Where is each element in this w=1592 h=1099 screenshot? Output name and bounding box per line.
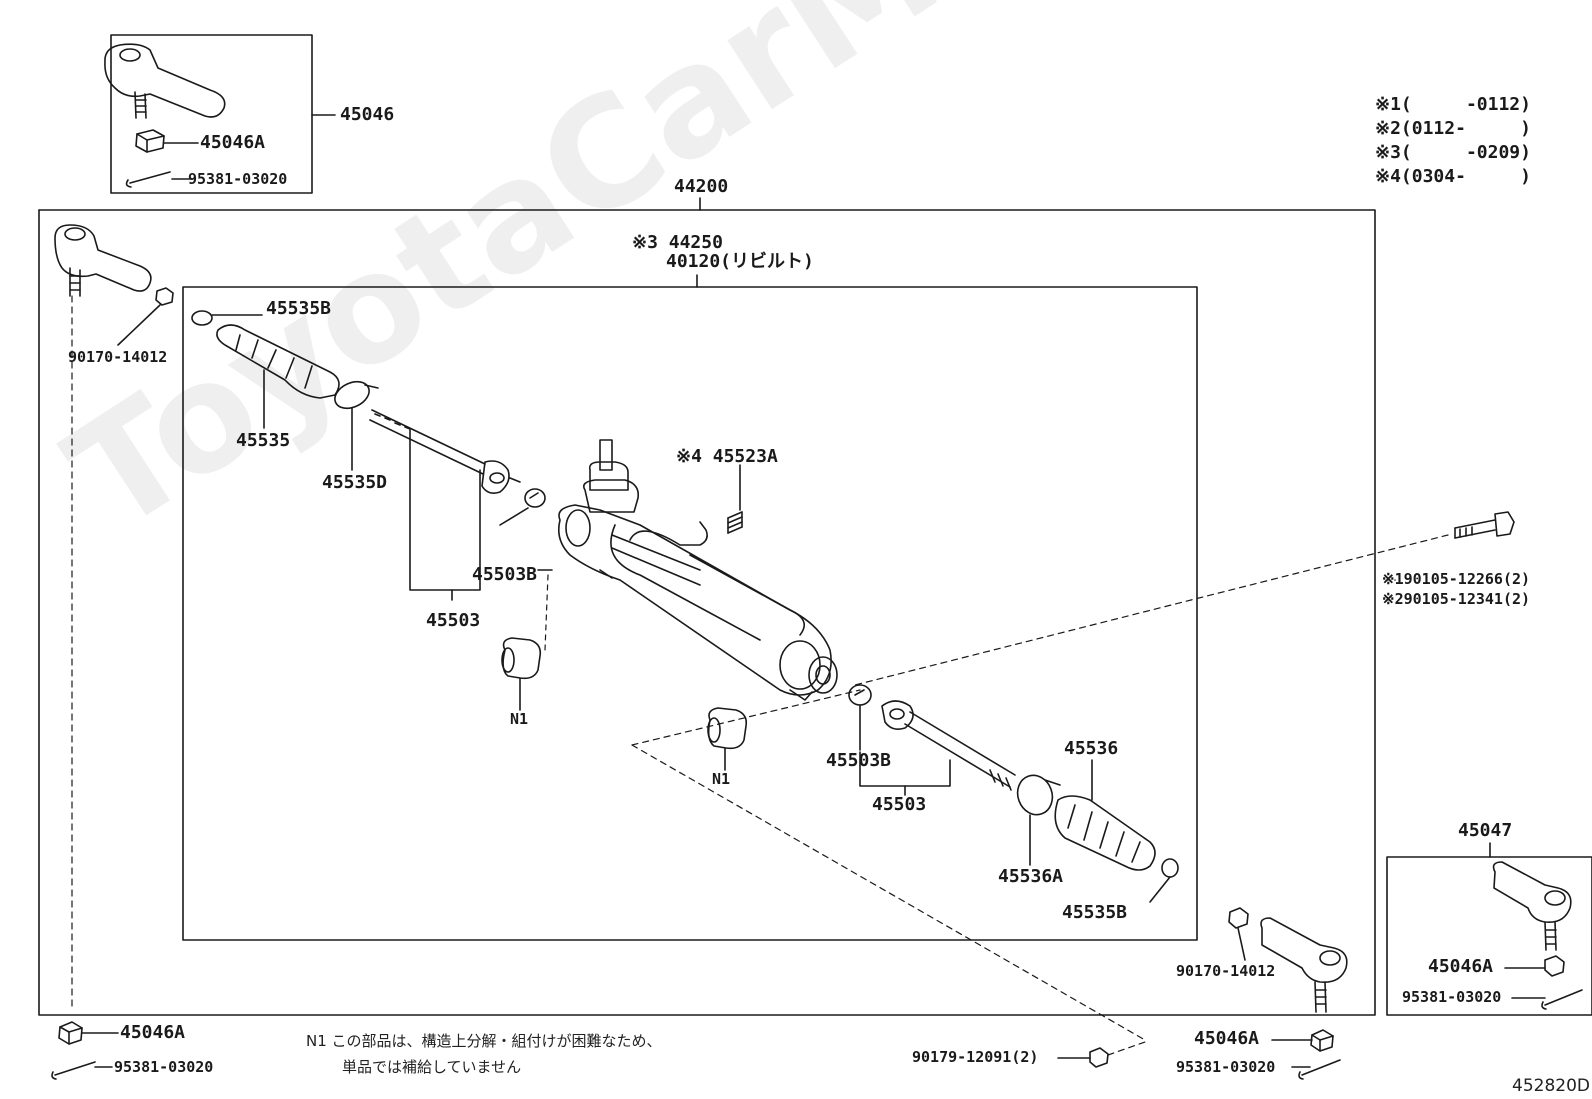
boot-clamp-left-icon xyxy=(191,310,213,326)
label-90105-a[interactable]: ※190105-12266(2) xyxy=(1382,570,1531,588)
nut-45047-box-icon xyxy=(1544,955,1565,977)
cotter-pin-bottom-left-icon xyxy=(51,1061,96,1080)
legend-line-4: ※4(0304- ) xyxy=(1375,166,1531,187)
dashed-axis-bottom-b xyxy=(631,689,861,746)
leader-90170-left xyxy=(117,304,161,346)
steering-gear-housing-icon xyxy=(557,439,838,701)
label-44200[interactable]: 44200 xyxy=(674,176,729,197)
frame-44200-box xyxy=(38,209,1376,1016)
legend-line-1: ※1( -0112) xyxy=(1375,94,1531,115)
tie-rod-end-right-icon xyxy=(1260,917,1348,1013)
legend-line-3: ※3( -0209) xyxy=(1375,142,1531,163)
label-45535d[interactable]: 45535D xyxy=(322,472,388,493)
label-95381-top[interactable]: 95381-03020 xyxy=(188,170,288,188)
label-45046a-right[interactable]: 45046A xyxy=(1428,956,1494,977)
label-45046a-bottom-left[interactable]: 45046A xyxy=(120,1022,186,1043)
label-45535b-bottom[interactable]: 45535B xyxy=(1062,902,1128,923)
label-45503b-left[interactable]: 45503B xyxy=(472,564,538,585)
label-90179[interactable]: 90179-12091(2) xyxy=(912,1048,1039,1066)
label-45523a[interactable]: ※4 45523A xyxy=(676,446,778,467)
nut-left-icon xyxy=(155,287,174,306)
spring-45523a-icon xyxy=(727,511,743,534)
nut-bottom-mid-icon xyxy=(1310,1029,1334,1052)
label-45046a-top[interactable]: 45046A xyxy=(200,132,266,153)
nut-top-box-icon xyxy=(135,129,165,153)
label-45047[interactable]: 45047 xyxy=(1458,820,1513,841)
label-45536[interactable]: 45536 xyxy=(1064,738,1119,759)
bolt-90105-icon xyxy=(1454,511,1515,539)
label-45046[interactable]: 45046 xyxy=(340,104,395,125)
dashed-bolt-axis xyxy=(854,534,1449,686)
label-95381-right[interactable]: 95381-03020 xyxy=(1402,988,1502,1006)
lock-washer-right-icon xyxy=(848,684,872,706)
boot-left-icon xyxy=(216,324,340,399)
boot-right-icon xyxy=(1054,795,1156,871)
cotter-pin-bottom-mid-icon xyxy=(1298,1059,1341,1080)
dashed-axis-bottom xyxy=(631,744,1146,1041)
dashed-90179 xyxy=(1107,1041,1146,1056)
boot-band-right-icon xyxy=(1016,774,1061,816)
label-95381-bottom-left[interactable]: 95381-03020 xyxy=(114,1058,214,1076)
nut-right-icon xyxy=(1228,907,1249,929)
label-45503-right[interactable]: 45503 xyxy=(872,794,927,815)
label-90170-right[interactable]: 90170-14012 xyxy=(1176,962,1276,980)
cotter-pin-45047-box-icon xyxy=(1541,989,1583,1010)
tie-rod-end-45047-icon xyxy=(1492,861,1572,951)
frame-45046-box xyxy=(110,34,313,194)
bushing-n1-mid-icon xyxy=(707,707,748,750)
label-95381-bottom-mid[interactable]: 95381-03020 xyxy=(1176,1058,1276,1076)
lock-washer-left-icon xyxy=(524,488,546,508)
note-line-2: 単品では補給していません xyxy=(342,1058,522,1076)
label-45503-left[interactable]: 45503 xyxy=(426,610,481,631)
nut-bottom-left-icon xyxy=(58,1021,83,1045)
inner-tie-rod-left-icon xyxy=(369,409,521,494)
cotter-pin-top-box-icon xyxy=(125,171,171,188)
leader-45535b-bottom xyxy=(1149,876,1171,903)
label-n1-left[interactable]: N1 xyxy=(510,710,529,728)
diagram-id: 452820D xyxy=(1512,1076,1590,1096)
inner-tie-rod-right-icon xyxy=(881,700,1016,791)
tie-rod-end-top-box-icon xyxy=(104,43,226,119)
label-45536a[interactable]: 45536A xyxy=(998,866,1064,887)
label-44250[interactable]: ※3 44250 xyxy=(632,232,723,253)
label-45046a-bottom-mid[interactable]: 45046A xyxy=(1194,1028,1260,1049)
label-40120[interactable]: 40120(リビルト) xyxy=(666,251,814,272)
label-45535[interactable]: 45535 xyxy=(236,430,291,451)
bushing-n1-left-icon xyxy=(501,637,542,680)
label-45503b-right[interactable]: 45503B xyxy=(826,750,892,771)
boot-band-left-icon xyxy=(334,380,379,410)
label-90170-left[interactable]: 90170-14012 xyxy=(68,348,168,366)
label-n1-mid[interactable]: N1 xyxy=(712,770,731,788)
label-45535b-top[interactable]: 45535B xyxy=(266,298,332,319)
tie-rod-end-left-icon xyxy=(54,224,152,297)
dashed-45503b-n1 xyxy=(544,574,549,651)
leader-45503b-left xyxy=(499,507,529,526)
label-90105-b[interactable]: ※290105-12341(2) xyxy=(1382,590,1531,608)
bracket-45503-left xyxy=(409,429,481,591)
frame-44250-box xyxy=(182,286,1198,941)
nut-90179-icon xyxy=(1089,1047,1109,1068)
boot-clamp-right-icon xyxy=(1161,858,1179,878)
note-line-1: N1 この部品は、構造上分解・組付けが困難なため、 xyxy=(306,1032,662,1050)
leader-90170-right xyxy=(1237,927,1246,961)
legend-line-2: ※2(0112- ) xyxy=(1375,118,1531,139)
